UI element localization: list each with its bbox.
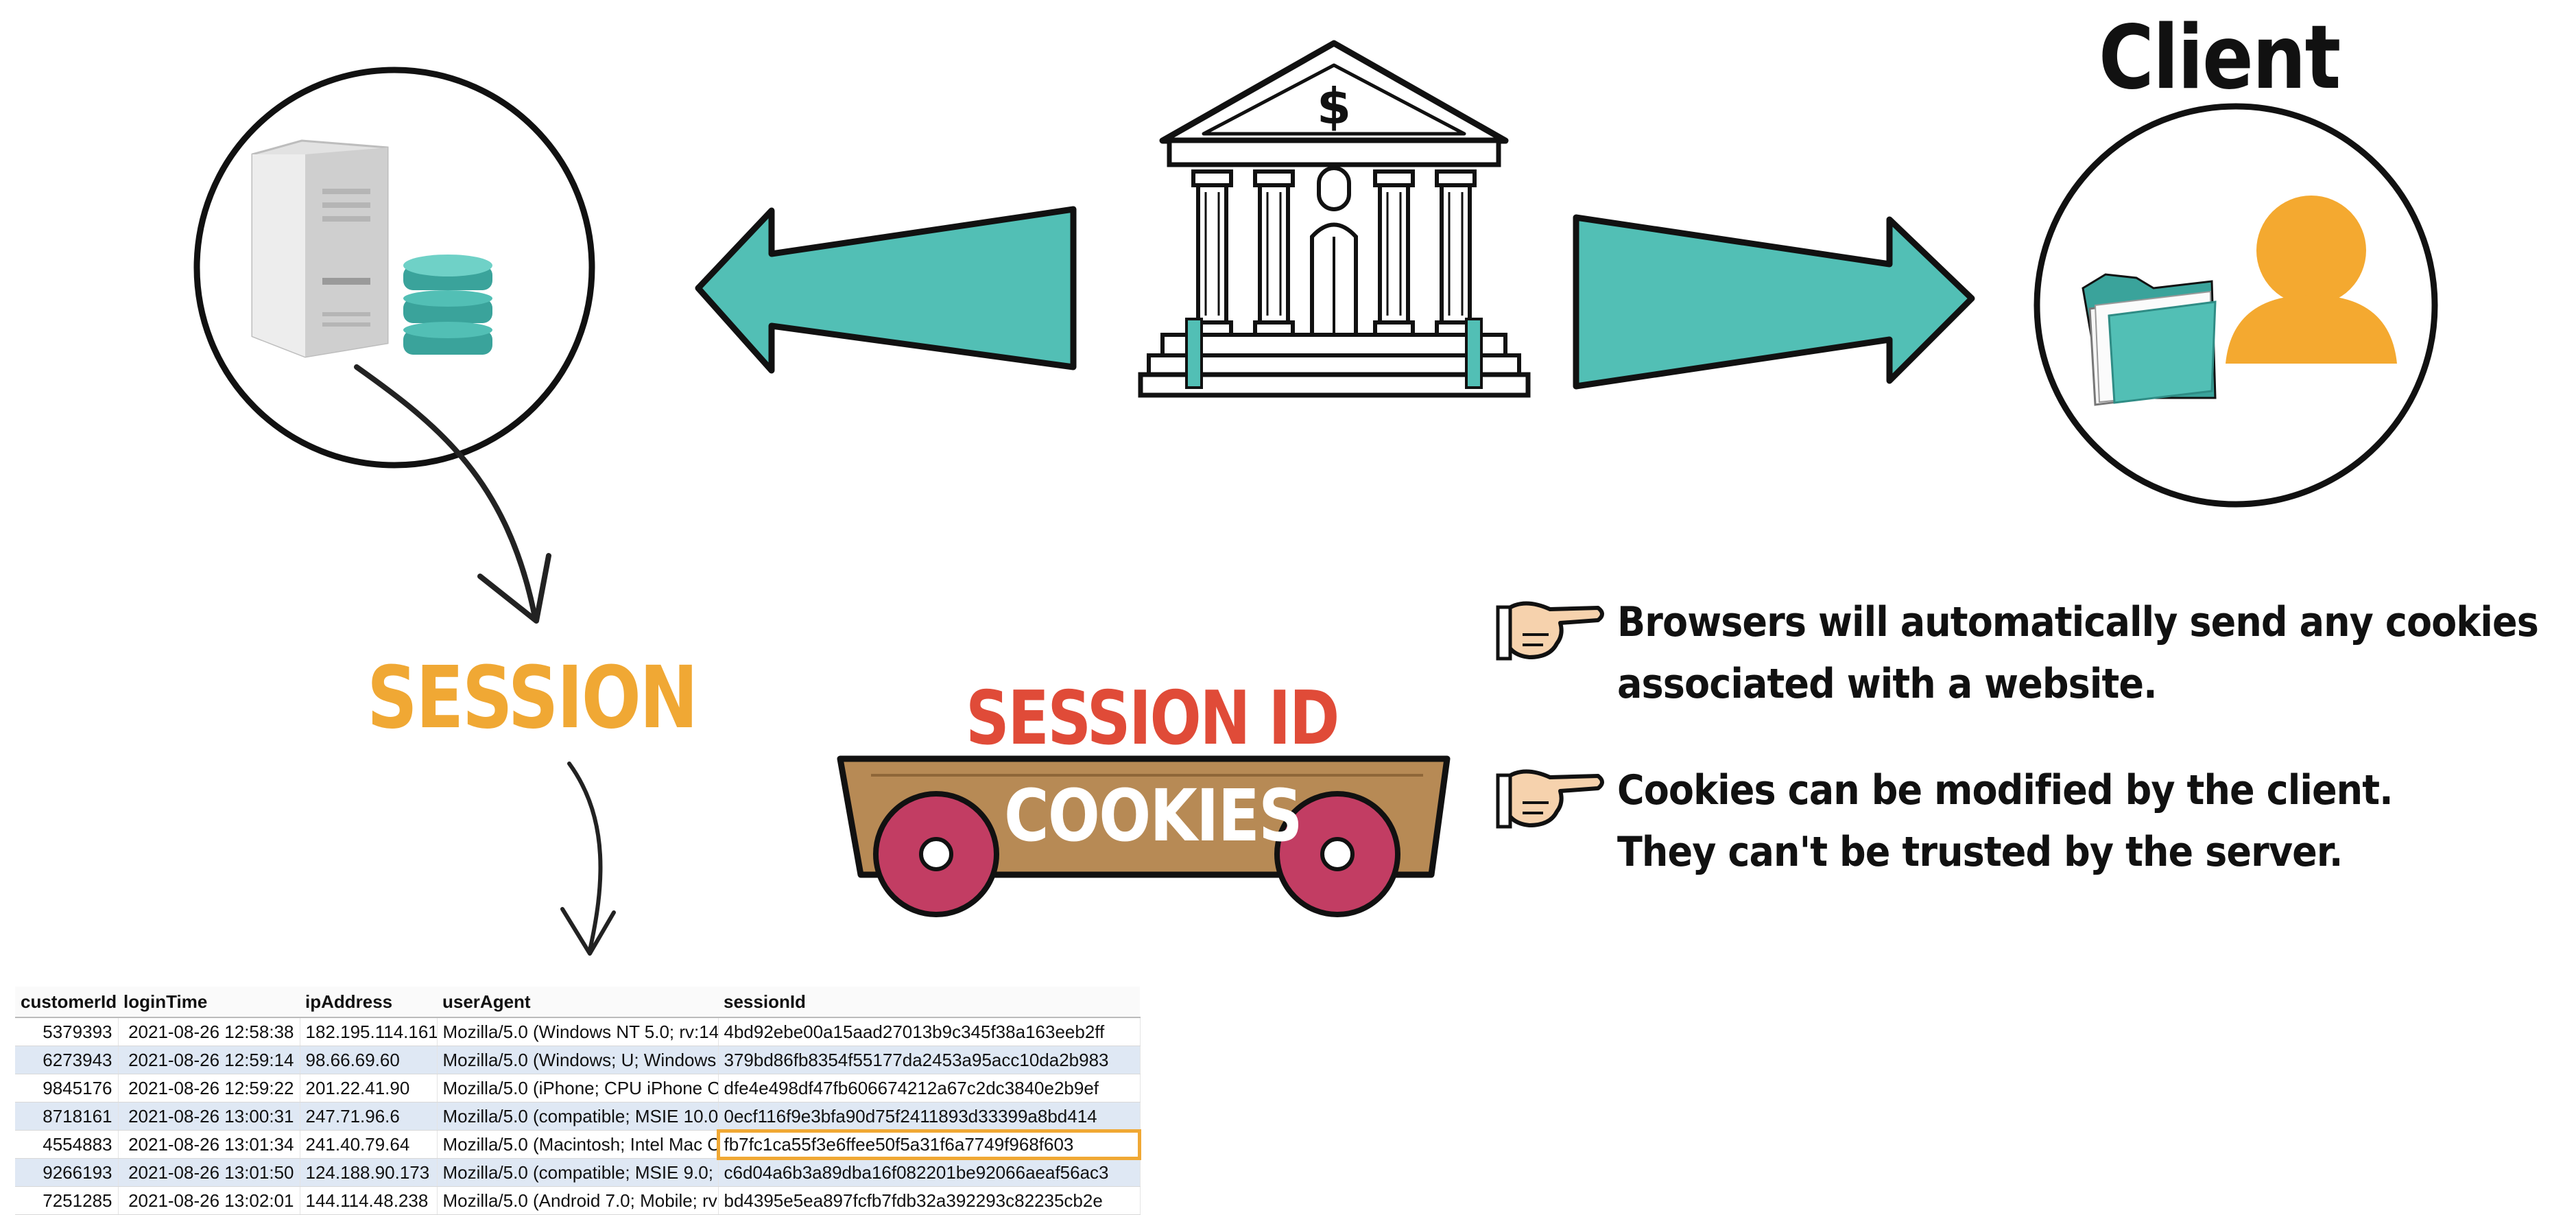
cell-session-id: 379bd86fb8354f55177da2453a95acc10da2b983 — [718, 1046, 1141, 1074]
table-header-row: customerId loginTime ipAddress userAgent… — [15, 987, 1140, 1018]
cookies-label: COOKIES — [1004, 774, 1302, 858]
sessions-table: customerId loginTime ipAddress userAgent… — [15, 987, 1141, 1215]
column-header: sessionId — [718, 987, 1140, 1018]
cell-login-time: 2021-08-26 13:01:34 — [118, 1130, 300, 1159]
bullet-2-line-1: Cookies can be modified by the client. — [1617, 766, 2394, 814]
cart-wheel-right-icon — [1274, 791, 1400, 917]
cell-customer-id: 4554883 — [15, 1130, 119, 1159]
cell-session-id-highlighted: fb7fc1ca55f3e6ffee50f5a31f6a7749f968f603 — [717, 1129, 1141, 1160]
cell-session-id: 4bd92ebe00a15aad27013b9c345f38a163eeb2ff — [718, 1017, 1141, 1046]
cell-user-agent: Mozilla/5.0 (compatible; MSIE 9.0; — [437, 1158, 719, 1187]
cell-ip-address: 182.195.114.161 — [300, 1017, 438, 1046]
folder-icon — [2082, 273, 2217, 406]
arrow-server-to-session — [354, 364, 551, 624]
cell-ip-address: 144.114.48.238 — [300, 1186, 438, 1215]
bullet-1-line-2: associated with a website. — [1617, 660, 2158, 708]
cell-user-agent: Mozilla/5.0 (Windows NT 5.0; rv:14 — [437, 1017, 719, 1046]
cell-session-id: bd4395e5ea897fcfb7fdb32a392293c82235cb2e — [718, 1186, 1141, 1215]
table-row: 7251285 2021-08-26 13:02:01 144.114.48.2… — [15, 1186, 1141, 1215]
table-row-highlighted: 4554883 2021-08-26 13:01:34 241.40.79.64… — [15, 1129, 1141, 1160]
cell-user-agent: Mozilla/5.0 (compatible; MSIE 10.0 — [437, 1102, 719, 1131]
cell-login-time: 2021-08-26 12:59:22 — [118, 1074, 300, 1102]
pointing-hand-icon — [1496, 601, 1604, 661]
cell-customer-id: 7251285 — [15, 1186, 119, 1215]
cell-customer-id: 6273943 — [15, 1046, 119, 1074]
bullet-2-line-2: They can't be trusted by the server. — [1617, 828, 2343, 876]
column-header: ipAddress — [300, 987, 437, 1018]
table-row: 8718161 2021-08-26 13:00:31 247.71.96.6 … — [15, 1102, 1141, 1131]
cell-user-agent: Mozilla/5.0 (Android 7.0; Mobile; rv — [437, 1186, 719, 1215]
cell-session-id: 0ecf116f9e3bfa90d75f2411893d33399a8bd414 — [718, 1102, 1141, 1131]
server-icon — [251, 139, 389, 358]
cell-ip-address: 201.22.41.90 — [300, 1074, 438, 1102]
bullet-1: Browsers will automatically send any coo… — [1617, 591, 2539, 715]
cell-login-time: 2021-08-26 12:58:38 — [118, 1017, 300, 1046]
user-icon — [2226, 196, 2397, 364]
cell-user-agent: Mozilla/5.0 (Macintosh; Intel Mac C — [437, 1130, 719, 1159]
table-row: 6273943 2021-08-26 12:59:14 98.66.69.60 … — [15, 1046, 1141, 1074]
session-id-label: SESSION ID — [966, 676, 1339, 762]
cart-wheel-left-icon — [873, 791, 999, 917]
cell-customer-id: 9266193 — [15, 1158, 119, 1187]
cell-login-time: 2021-08-26 13:01:50 — [118, 1158, 300, 1187]
cart-icon — [837, 755, 1451, 917]
column-header: userAgent — [437, 987, 718, 1018]
bank-icon: $ — [1138, 40, 1531, 398]
table-row: 5379393 2021-08-26 12:58:38 182.195.114.… — [15, 1017, 1141, 1046]
cell-ip-address: 98.66.69.60 — [300, 1046, 438, 1074]
cell-customer-id: 8718161 — [15, 1102, 119, 1131]
column-header: customerId — [15, 987, 118, 1018]
pointing-hand-icon — [1496, 769, 1604, 829]
cell-ip-address: 241.40.79.64 — [300, 1130, 438, 1159]
cell-login-time: 2021-08-26 12:59:14 — [118, 1046, 300, 1074]
cell-customer-id: 5379393 — [15, 1017, 119, 1046]
cell-session-id: dfe4e498df47fb606674212a67c2dc3840e2b9ef — [718, 1074, 1141, 1102]
client-group — [2034, 103, 2438, 508]
table-row: 9266193 2021-08-26 13:01:50 124.188.90.1… — [15, 1158, 1141, 1187]
cell-ip-address: 247.71.96.6 — [300, 1102, 438, 1131]
cell-ip-address: 124.188.90.173 — [300, 1158, 438, 1187]
cell-session-id: c6d04a6b3a89dba16f082201be92066aeaf56ac3 — [718, 1158, 1141, 1187]
bullet-1-line-1: Browsers will automatically send any coo… — [1617, 598, 2539, 646]
left-arrow-icon — [695, 206, 1077, 374]
cell-customer-id: 9845176 — [15, 1074, 119, 1102]
column-header: loginTime — [118, 987, 300, 1018]
client-title: Client — [2099, 7, 2341, 109]
cell-user-agent: Mozilla/5.0 (Windows; U; Windows — [437, 1046, 719, 1074]
server-database-group — [193, 67, 595, 469]
right-arrow-icon — [1573, 214, 1975, 390]
table-row: 9845176 2021-08-26 12:59:22 201.22.41.90… — [15, 1074, 1141, 1102]
database-icon — [403, 255, 492, 355]
cell-login-time: 2021-08-26 13:00:31 — [118, 1102, 300, 1131]
bullet-2: Cookies can be modified by the client. T… — [1617, 759, 2394, 883]
cell-user-agent: Mozilla/5.0 (iPhone; CPU iPhone C — [437, 1074, 719, 1102]
cell-login-time: 2021-08-26 13:02:01 — [118, 1186, 300, 1215]
session-label: SESSION — [367, 648, 698, 748]
bank-dollar-sign: $ — [1317, 78, 1351, 135]
arrow-session-to-table — [560, 762, 616, 956]
